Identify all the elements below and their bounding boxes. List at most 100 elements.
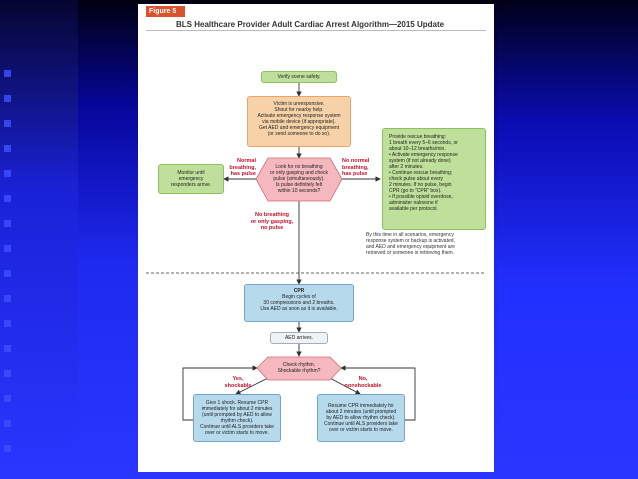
label-line: no pulse: [260, 225, 284, 231]
noshock-line: by AED to allow rhythm check).: [326, 415, 396, 421]
cpr-line: Use AED as soon as it is available.: [260, 306, 338, 312]
check-line: Is pulse definitely felt: [275, 182, 323, 188]
decor-square: [4, 270, 11, 277]
monitor-line: Monitor until: [177, 170, 205, 176]
decor-square: [4, 145, 11, 152]
shockable-action-box: Give 1 shock. Resume CPR immediately for…: [193, 394, 281, 442]
label-line: No,: [358, 376, 368, 382]
decor-square: [4, 120, 11, 127]
decor-square: [4, 170, 11, 177]
shock-line: Give 1 shock. Resume CPR: [205, 400, 269, 406]
figure-title: BLS Healthcare Provider Adult Cardiac Ar…: [176, 20, 445, 29]
label-line: breathing,: [342, 164, 369, 171]
label-line: Yes,: [232, 376, 244, 382]
check-line: pulse (simultaneously).: [273, 176, 325, 182]
title-rule: [146, 30, 486, 31]
cpr-box: CPR Begin cycles of 30 compressions and …: [244, 284, 354, 322]
note-line: response system or backup is activated,: [366, 238, 455, 244]
right-decor-panel: [498, 0, 638, 479]
rescue-line: 1 breath every 5–6 seconds, or: [389, 140, 458, 146]
victim-line: Victim is unresponsive.: [273, 101, 325, 107]
rescue-line: about 10–12 breaths/min.: [389, 146, 446, 152]
decor-square: [4, 420, 11, 427]
rescue-line: check pulse about every: [389, 176, 443, 182]
cpr-line: 30 compressions and 2 breaths.: [263, 300, 335, 306]
victim-unresponsive-box: Victim is unresponsive. Shout for nearby…: [247, 96, 351, 147]
check-line: or only gasping and check: [269, 170, 329, 176]
figure-tag: Figure 5: [146, 6, 185, 17]
noshock-line: Resume CPR immediately for: [328, 403, 394, 409]
rescue-line: CPR (go to “CPR” box).: [389, 188, 442, 194]
note-line: By this time in all scenarios, emergency: [366, 232, 454, 238]
label-line: has pulse: [230, 171, 256, 177]
noshock-line: over or victim starts to move.: [329, 427, 393, 433]
check-pulse-hexagon: [255, 157, 343, 202]
decor-square: [4, 245, 11, 252]
decor-square: [4, 295, 11, 302]
victim-line: Shout for nearby help.: [274, 107, 324, 113]
rescue-line: administer naloxone if: [389, 200, 438, 206]
rescue-line: available per protocol.: [389, 206, 438, 212]
label-line: nonshockable: [344, 382, 382, 389]
rescue-line: • Continue rescue breathing;: [389, 170, 453, 176]
rhythm-line: Shockable rhythm?: [277, 368, 321, 374]
decor-square: [4, 370, 11, 377]
shock-line: rhythm check).: [220, 418, 254, 424]
rhythm-line: Check rhythm.: [282, 362, 316, 368]
victim-line: Activate emergency response system: [257, 113, 341, 119]
rescue-line: • If possible opioid overdose,: [389, 194, 453, 200]
check-rhythm-hexagon: [256, 356, 342, 381]
victim-line: (or send someone to do so).: [267, 131, 331, 137]
note-line: and AED and emergency equipment are: [366, 244, 455, 250]
label-line: Normal: [237, 158, 256, 164]
rescue-line: system (if not already done): [389, 158, 451, 164]
check-pulse-text: Look for no breathing or only gasping an…: [262, 164, 336, 194]
label-line: No normal: [342, 158, 370, 164]
label-line: or only gasping,: [250, 218, 294, 225]
shock-line: Continue until ALS providers take: [200, 424, 274, 430]
decor-square: [4, 395, 11, 402]
shock-line: immediately for about 2 minutes: [201, 406, 273, 412]
monitor-line: responders arrive.: [170, 182, 212, 188]
rescue-line: after 2 minutes.: [389, 164, 424, 170]
decor-square: [4, 445, 11, 452]
decor-square: [4, 220, 11, 227]
normal-breathing-label: Normal breathing, has pulse: [222, 158, 256, 178]
rescue-line: 2 minutes. If no pulse, begin: [389, 182, 452, 188]
shock-line: (until prompted by AED to allow: [202, 412, 272, 418]
scenario-note: By this time in all scenarios, emergency…: [366, 232, 488, 256]
decor-square: [4, 320, 11, 327]
decor-square: [4, 345, 11, 352]
label-line: breathing,: [229, 164, 256, 171]
shock-line: over or victim starts to move.: [205, 430, 269, 436]
check-rhythm-text: Check rhythm. Shockable rhythm?: [264, 362, 334, 374]
victim-line: Get AED and emergency equipment: [258, 125, 340, 131]
verify-scene-box: Verify scene safety.: [261, 71, 337, 83]
decor-square: [4, 95, 11, 102]
check-line: within 10 seconds?: [277, 188, 321, 194]
no-nonshockable-label: No, nonshockable: [340, 376, 386, 389]
noshock-line: about 2 minutes (until prompted: [325, 409, 397, 415]
yes-shockable-label: Yes, shockable: [220, 376, 256, 389]
rescue-line: Provide rescue breathing:: [389, 134, 446, 140]
rescue-line: • Activate emergency response: [389, 152, 458, 158]
rescue-breathing-box: Provide rescue breathing: 1 breath every…: [382, 128, 486, 230]
aed-arrives-box: AED arrives.: [270, 332, 328, 344]
check-line: Look for no breathing: [275, 164, 323, 170]
label-line: has pulse: [342, 171, 368, 177]
noshock-line: Continue until ALS providers take: [324, 421, 398, 427]
note-line: retrieved or someone is retrieving them.: [366, 250, 455, 256]
victim-line: via mobile device (if appropriate).: [262, 119, 336, 125]
monitor-box: Monitor until emergency responders arriv…: [158, 164, 224, 194]
cpr-line: Begin cycles of: [282, 294, 316, 300]
decor-square: [4, 70, 11, 77]
label-line: shockable: [224, 382, 252, 389]
nonshockable-action-box: Resume CPR immediately for about 2 minut…: [317, 394, 405, 442]
no-normal-breathing-label: No normal breathing, has pulse: [342, 158, 380, 178]
left-decor-column: [0, 0, 78, 479]
monitor-line: emergency: [178, 176, 204, 182]
no-breathing-label: No breathing or only gasping, no pulse: [244, 212, 300, 232]
label-line: No breathing: [255, 212, 289, 218]
decor-square: [4, 195, 11, 202]
